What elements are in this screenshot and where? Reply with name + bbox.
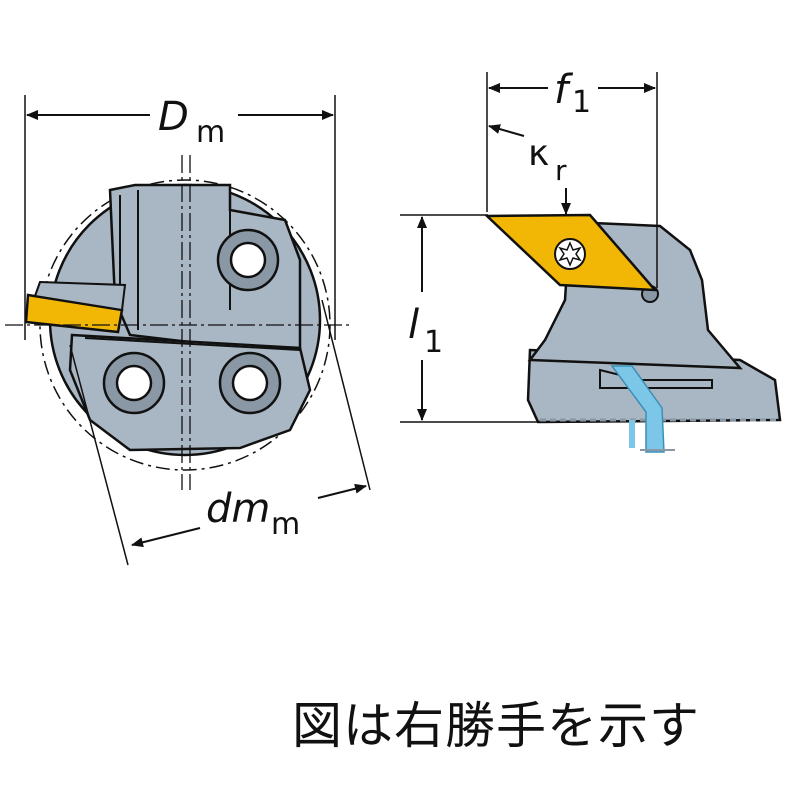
- kr-label-sub: r: [555, 154, 567, 187]
- coolant-channel: [610, 365, 665, 453]
- holder-side-view: f 1 κ r l 1: [400, 67, 782, 453]
- l1-label-sub: 1: [424, 325, 443, 360]
- screw-hole-top: [216, 228, 280, 292]
- f1-label-sub: 1: [572, 85, 591, 120]
- dm-label: D: [158, 94, 189, 140]
- dmm-label-sub: m: [271, 507, 300, 542]
- dmm-label: dm: [206, 486, 270, 532]
- dm-label-sub: m: [196, 115, 225, 150]
- holder-top-view: D m dm m: [5, 94, 371, 566]
- f1-label: f: [554, 67, 574, 113]
- caption-text: 図は右勝手を示す: [292, 697, 700, 755]
- torx-screw-icon: [554, 238, 586, 270]
- screw-hole-left: [102, 351, 166, 415]
- kr-label: κ: [528, 133, 549, 174]
- l1-label: l: [408, 302, 419, 348]
- screw-hole-right: [218, 351, 282, 415]
